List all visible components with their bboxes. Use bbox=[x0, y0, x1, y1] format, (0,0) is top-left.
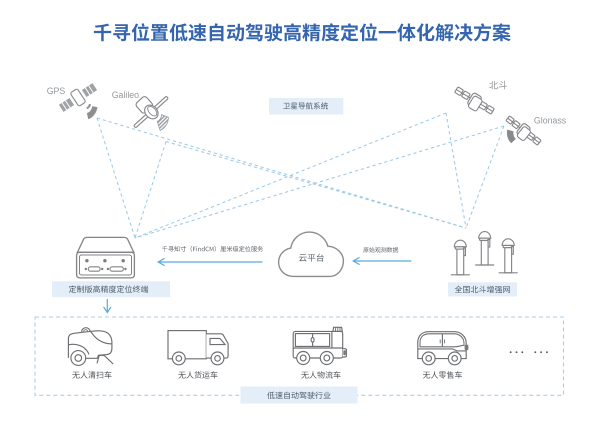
svg-text:Galileo: Galileo bbox=[112, 90, 139, 100]
svg-text:GPS: GPS bbox=[47, 86, 66, 96]
svg-text:Glonass: Glonass bbox=[534, 115, 567, 125]
